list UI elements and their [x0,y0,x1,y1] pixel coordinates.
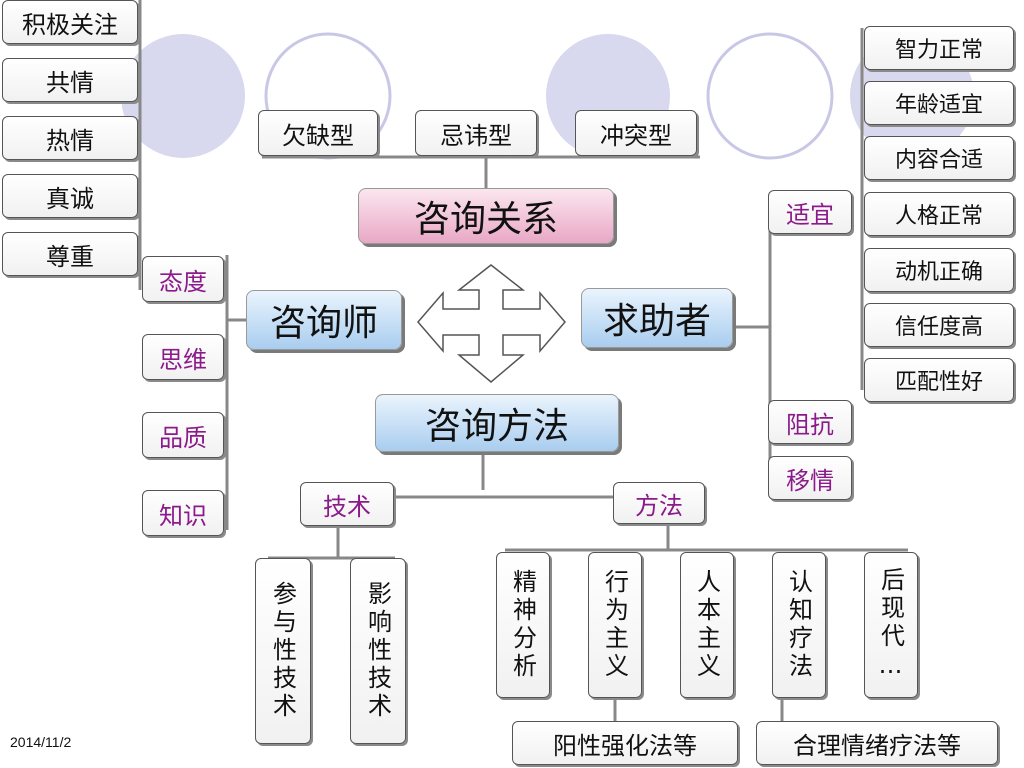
approach-item: 认知疗法 [772,552,826,698]
suitability-item: 内容合适 [864,136,1014,180]
approach-note: 阳性强化法等 [512,721,738,765]
technique-item: 影响性技术 [350,558,406,744]
slide-date: 2014/11/2 [10,734,72,750]
counselor-trait: 态度 [142,256,224,302]
client-branch-transference: 移情 [768,456,852,500]
relation-type: 冲突型 [575,110,697,156]
suitability-item: 年龄适宜 [864,81,1014,125]
decor-circle [706,32,834,160]
method-branch-approach: 方法 [613,482,705,524]
attitude-item: 积极关注 [2,0,138,44]
counselor-trait: 思维 [142,334,224,380]
counselor-node: 咨询师 [246,290,402,350]
client-branch-resistance: 阻抗 [768,400,852,444]
connector-lines [138,0,908,721]
client-branch-suitable: 适宜 [768,190,852,234]
method-branch-technique: 技术 [300,482,394,526]
approach-note: 合理情绪疗法等 [756,721,998,765]
client-node: 求助者 [581,288,733,348]
counselor-trait: 品质 [142,412,224,458]
decor-circle [121,34,245,158]
attitude-item: 共情 [2,58,138,102]
approach-item: 行为主义 [588,552,642,698]
relation-type: 忌讳型 [415,110,537,156]
suitability-item: 动机正确 [864,248,1014,292]
approach-item: 后现代… [864,552,918,698]
suitability-item: 人格正常 [864,192,1014,236]
attitude-item: 热情 [2,116,138,160]
method-node: 咨询方法 [375,394,619,452]
suitability-item: 智力正常 [864,26,1014,70]
suitability-item: 匹配性好 [864,358,1014,402]
counselor-trait: 知识 [142,490,224,536]
approach-item: 精神分析 [496,552,550,698]
approach-item: 人本主义 [680,552,734,698]
four-way-arrow [417,264,566,383]
suitability-item: 信任度高 [864,303,1014,347]
attitude-item: 真诚 [2,174,138,218]
attitude-item: 尊重 [2,232,138,276]
relation-node: 咨询关系 [358,188,614,244]
technique-item: 参与性技术 [255,558,311,744]
relation-type: 欠缺型 [258,110,378,156]
